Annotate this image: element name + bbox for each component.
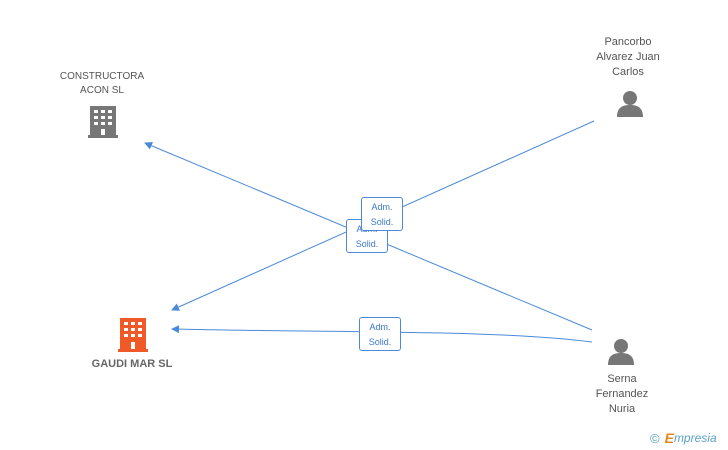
role-line: Solid. [355,239,379,249]
building-icon [118,318,148,352]
role-line: Solid. [370,217,394,227]
person-label-serna[interactable]: Serna Fernandez Nuria [595,373,649,415]
role-line: Adm. [369,322,391,332]
role-line: Solid. [368,337,392,347]
building-icon [88,106,118,138]
brand-name: mpresia [673,431,717,445]
role-badge[interactable]: Adm. Solid. [361,197,403,231]
person-icon [608,339,634,365]
person-icon [617,91,643,117]
role-line: Adm. [371,202,393,212]
copyright-icon: © [650,430,660,446]
role-badge[interactable]: Adm. Solid. [359,317,401,351]
brand-logo: © E mpresia [650,430,717,446]
company-label-gaudi[interactable]: GAUDI MAR SL [91,358,173,370]
company-label-constructora[interactable]: CONSTRUCTORA ACON SL [59,71,145,96]
edge-serna-gaudi [171,325,593,343]
person-label-pancorbo[interactable]: Pancorbo Alvarez Juan Carlos [596,36,660,78]
brand-letter: E [664,430,674,446]
